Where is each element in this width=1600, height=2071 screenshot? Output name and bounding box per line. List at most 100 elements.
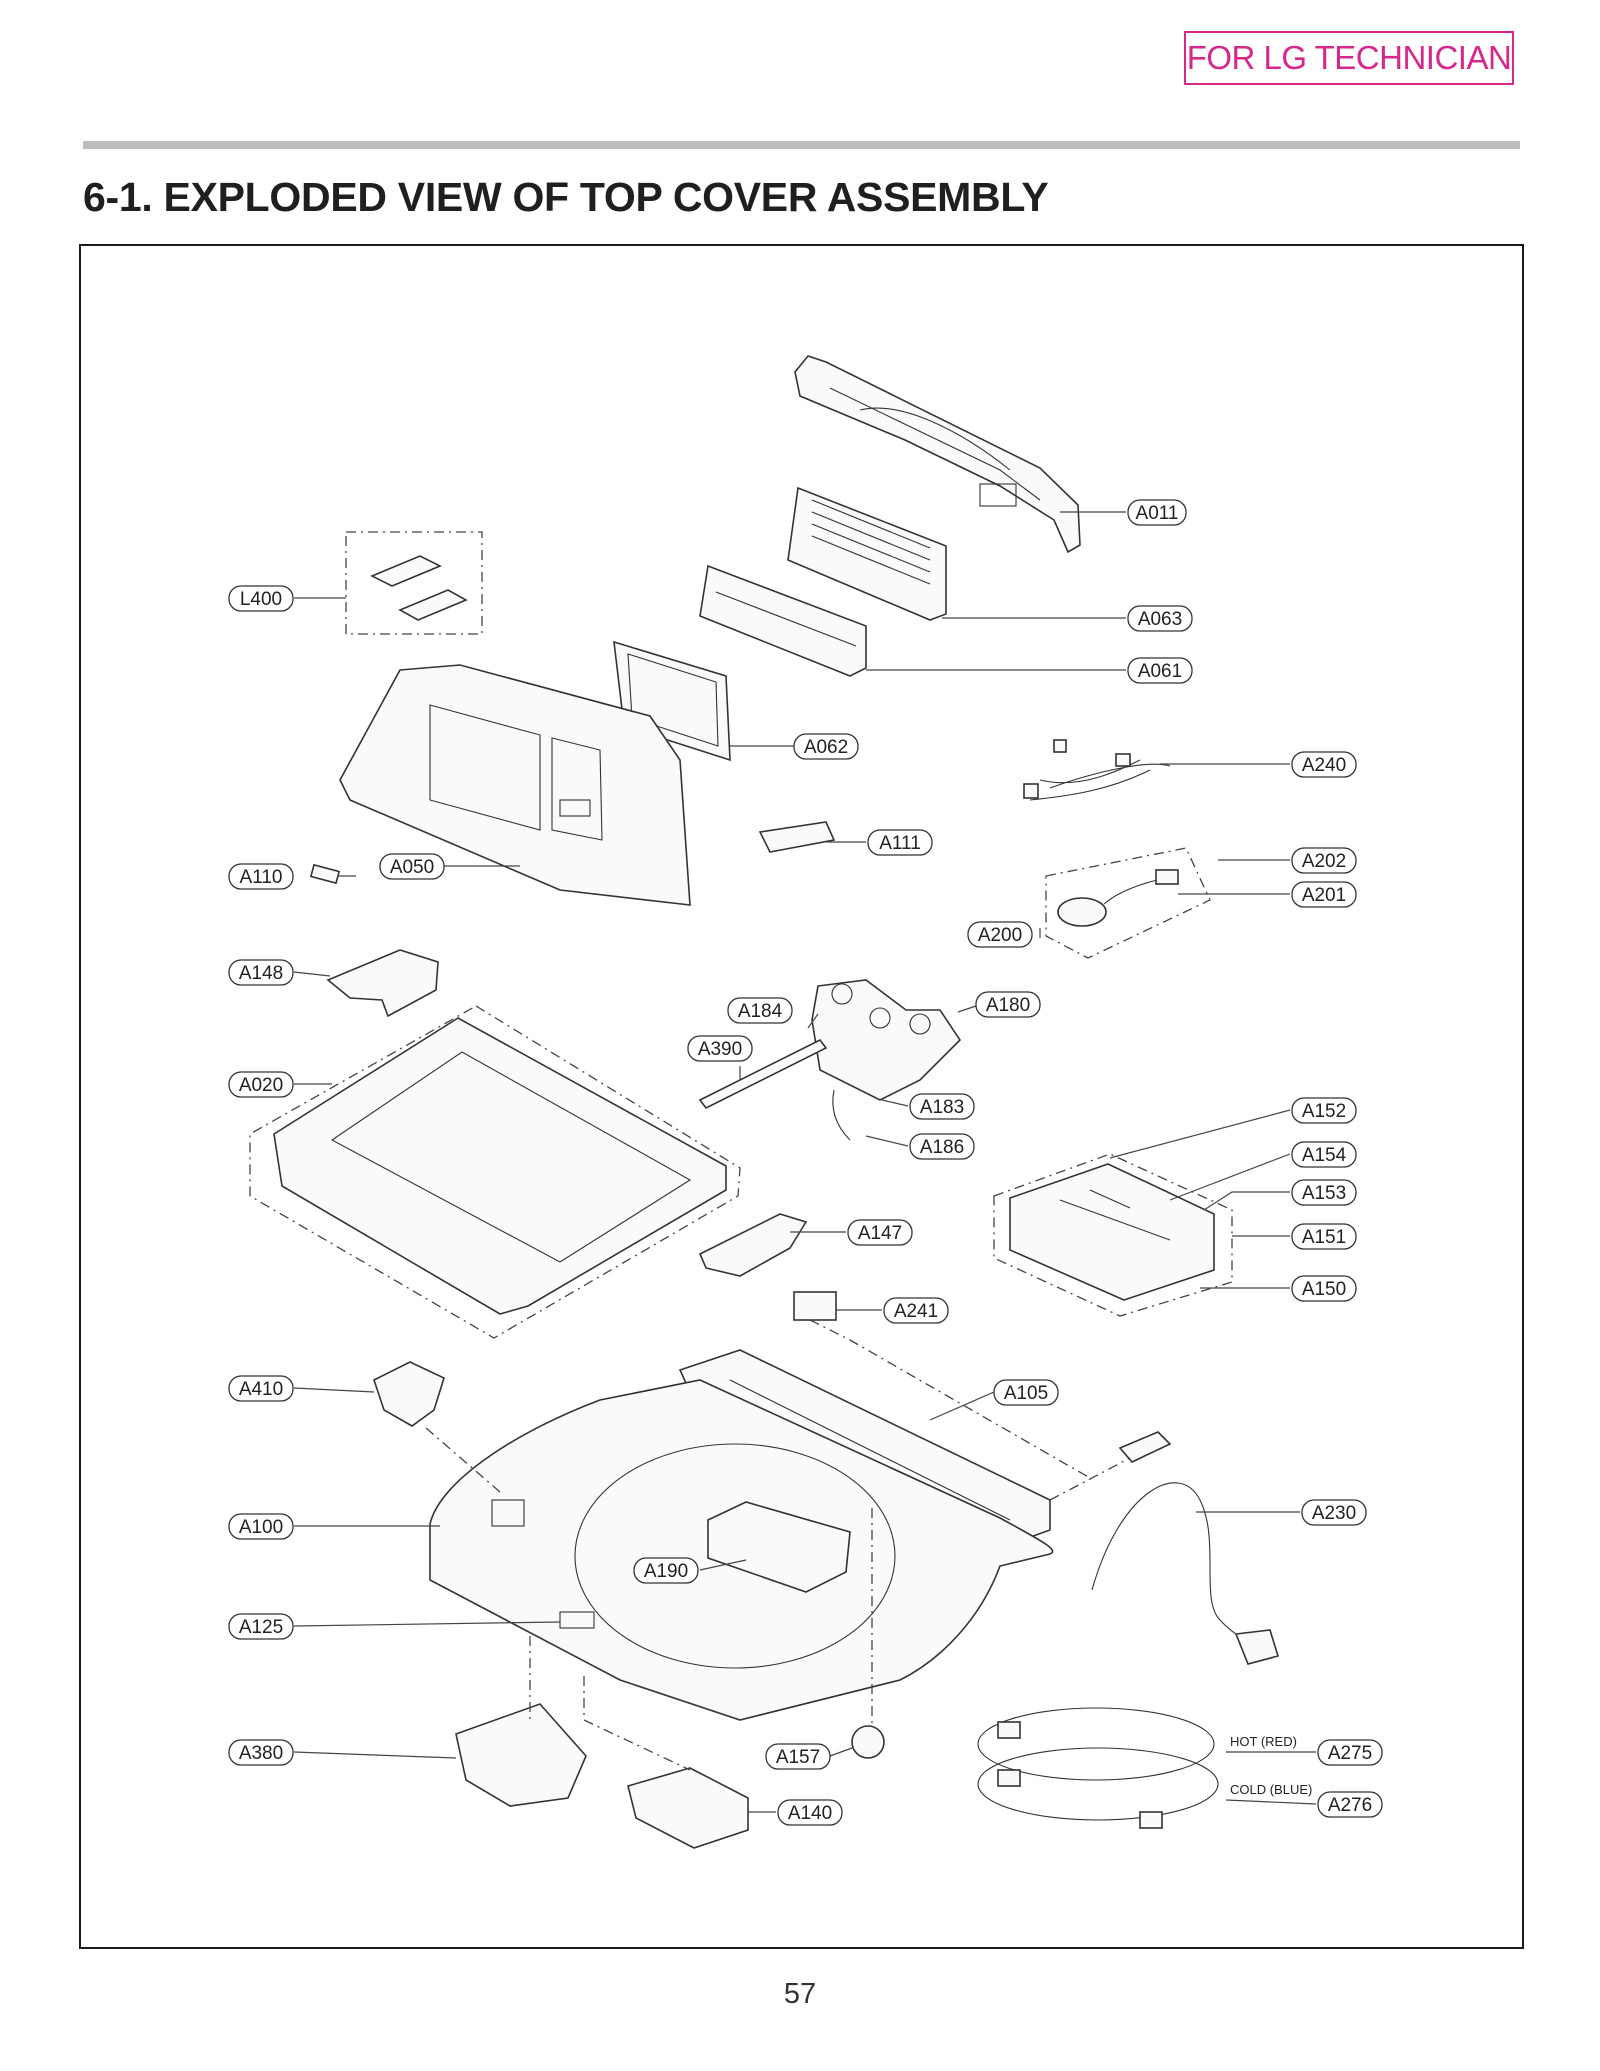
- svg-text:A410: A410: [239, 1379, 283, 1400]
- part-a275-a276-hoses: [977, 1707, 1219, 1829]
- svg-text:A062: A062: [804, 737, 848, 758]
- callout-a157: A157: [765, 1743, 831, 1770]
- part-a011-back-panel: [794, 355, 1081, 554]
- callout-a202: A202: [1291, 847, 1357, 874]
- svg-text:A063: A063: [1138, 609, 1182, 630]
- page-number: 57: [783, 1978, 817, 2010]
- part-a241-relay: [793, 1291, 837, 1321]
- part-a157-cap: [851, 1725, 885, 1759]
- svg-text:A202: A202: [1302, 851, 1346, 872]
- svg-text:A150: A150: [1302, 1279, 1346, 1300]
- callout-a190: A190: [633, 1557, 699, 1584]
- callout-a140: A140: [777, 1799, 843, 1826]
- callout-l400: L400: [228, 585, 294, 612]
- hose-label-cold: COLD (BLUE): [1230, 1782, 1312, 1797]
- callout-a105: A105: [993, 1379, 1059, 1406]
- callout-a111: A111: [867, 829, 933, 856]
- callout-a011: A011: [1127, 499, 1187, 526]
- svg-text:A061: A061: [1138, 661, 1182, 682]
- svg-text:A380: A380: [239, 1743, 283, 1764]
- svg-text:A200: A200: [978, 925, 1022, 946]
- svg-text:A184: A184: [738, 1001, 783, 1022]
- part-a050-control-panel: [339, 664, 691, 906]
- callout-a063: A063: [1127, 605, 1193, 632]
- diagram-frame: [79, 244, 1524, 1949]
- svg-text:A125: A125: [239, 1617, 283, 1638]
- svg-text:A183: A183: [920, 1097, 964, 1118]
- svg-text:A186: A186: [920, 1137, 964, 1158]
- svg-text:A157: A157: [776, 1747, 820, 1768]
- svg-text:A275: A275: [1328, 1743, 1372, 1764]
- callout-a151: A151: [1291, 1223, 1357, 1250]
- svg-text:A241: A241: [894, 1301, 938, 1322]
- svg-text:A140: A140: [788, 1803, 832, 1824]
- svg-text:A390: A390: [698, 1039, 742, 1060]
- callout-a410: A410: [228, 1375, 294, 1402]
- part-a061-pcb: [699, 564, 867, 677]
- part-a230-power-cord: [1091, 1431, 1280, 1665]
- part-a150-drawer: [993, 1153, 1233, 1317]
- callout-a240: A240: [1291, 751, 1357, 778]
- svg-text:A100: A100: [239, 1517, 283, 1538]
- callout-a062: A062: [793, 733, 859, 760]
- svg-text:A050: A050: [390, 857, 434, 878]
- callout-a183: A183: [909, 1093, 975, 1120]
- svg-text:L400: L400: [240, 589, 282, 610]
- part-a110-clip: [309, 863, 341, 885]
- callout-a050: A050: [379, 853, 445, 880]
- part-a410-funnel: [373, 1361, 445, 1427]
- technician-badge: FOR LG TECHNICIAN: [1184, 31, 1514, 85]
- callout-a230: A230: [1301, 1499, 1367, 1526]
- svg-text:A230: A230: [1312, 1503, 1356, 1524]
- callout-a276: A276: [1317, 1791, 1383, 1818]
- callout-a390: A390: [687, 1035, 753, 1062]
- svg-text:A105: A105: [1004, 1383, 1048, 1404]
- callout-a186: A186: [909, 1133, 975, 1160]
- part-a240-harness: [1023, 739, 1171, 801]
- svg-text:A148: A148: [239, 963, 283, 984]
- callout-a275: A275: [1317, 1739, 1383, 1766]
- part-l400-clips: [345, 531, 483, 635]
- svg-text:A147: A147: [858, 1223, 902, 1244]
- svg-text:A190: A190: [644, 1561, 688, 1582]
- svg-text:A154: A154: [1302, 1145, 1347, 1166]
- svg-text:A111: A111: [879, 833, 921, 854]
- part-a200-sensor-group: [1045, 847, 1211, 959]
- callout-a200: A200: [967, 921, 1033, 948]
- callout-a184: A184: [727, 997, 793, 1024]
- svg-text:A276: A276: [1328, 1795, 1372, 1816]
- part-a190-dispenser: [707, 1501, 851, 1593]
- callout-a152: A152: [1291, 1097, 1357, 1124]
- svg-text:A153: A153: [1302, 1183, 1346, 1204]
- part-a020-lid: [249, 1005, 741, 1339]
- part-a140-switch-box: [627, 1767, 749, 1849]
- page-title: 6-1. EXPLODED VIEW OF TOP COVER ASSEMBLY: [83, 174, 1049, 220]
- header-rule: [83, 141, 1520, 149]
- callout-a148: A148: [228, 959, 294, 986]
- hose-label-hot: HOT (RED): [1230, 1734, 1297, 1749]
- part-a180-valve-group: [698, 979, 962, 1141]
- part-a063-frame: [787, 486, 947, 621]
- callout-a110: A110: [228, 863, 294, 890]
- callout-a201: A201: [1291, 881, 1357, 908]
- svg-text:A020: A020: [239, 1075, 283, 1096]
- svg-text:A110: A110: [240, 867, 283, 888]
- svg-text:A151: A151: [1302, 1227, 1346, 1248]
- part-a148-bracket: [326, 949, 439, 1018]
- callout-a180: A180: [975, 991, 1041, 1018]
- callout-a100: A100: [228, 1513, 294, 1540]
- part-a147-hinge: [698, 1213, 808, 1277]
- callout-a125: A125: [228, 1613, 294, 1640]
- svg-text:A180: A180: [986, 995, 1030, 1016]
- guide-lines: [425, 1319, 1131, 1771]
- callout-a147: A147: [847, 1219, 913, 1246]
- callout-a153: A153: [1291, 1179, 1357, 1206]
- svg-text:A011: A011: [1136, 503, 1179, 524]
- svg-text:A152: A152: [1302, 1101, 1346, 1122]
- part-a111-connector: [758, 821, 836, 853]
- callout-a150: A150: [1291, 1275, 1357, 1302]
- callout-a241: A241: [883, 1297, 949, 1324]
- part-a380-pump: [455, 1703, 587, 1807]
- leader-lines: [293, 511, 1317, 1813]
